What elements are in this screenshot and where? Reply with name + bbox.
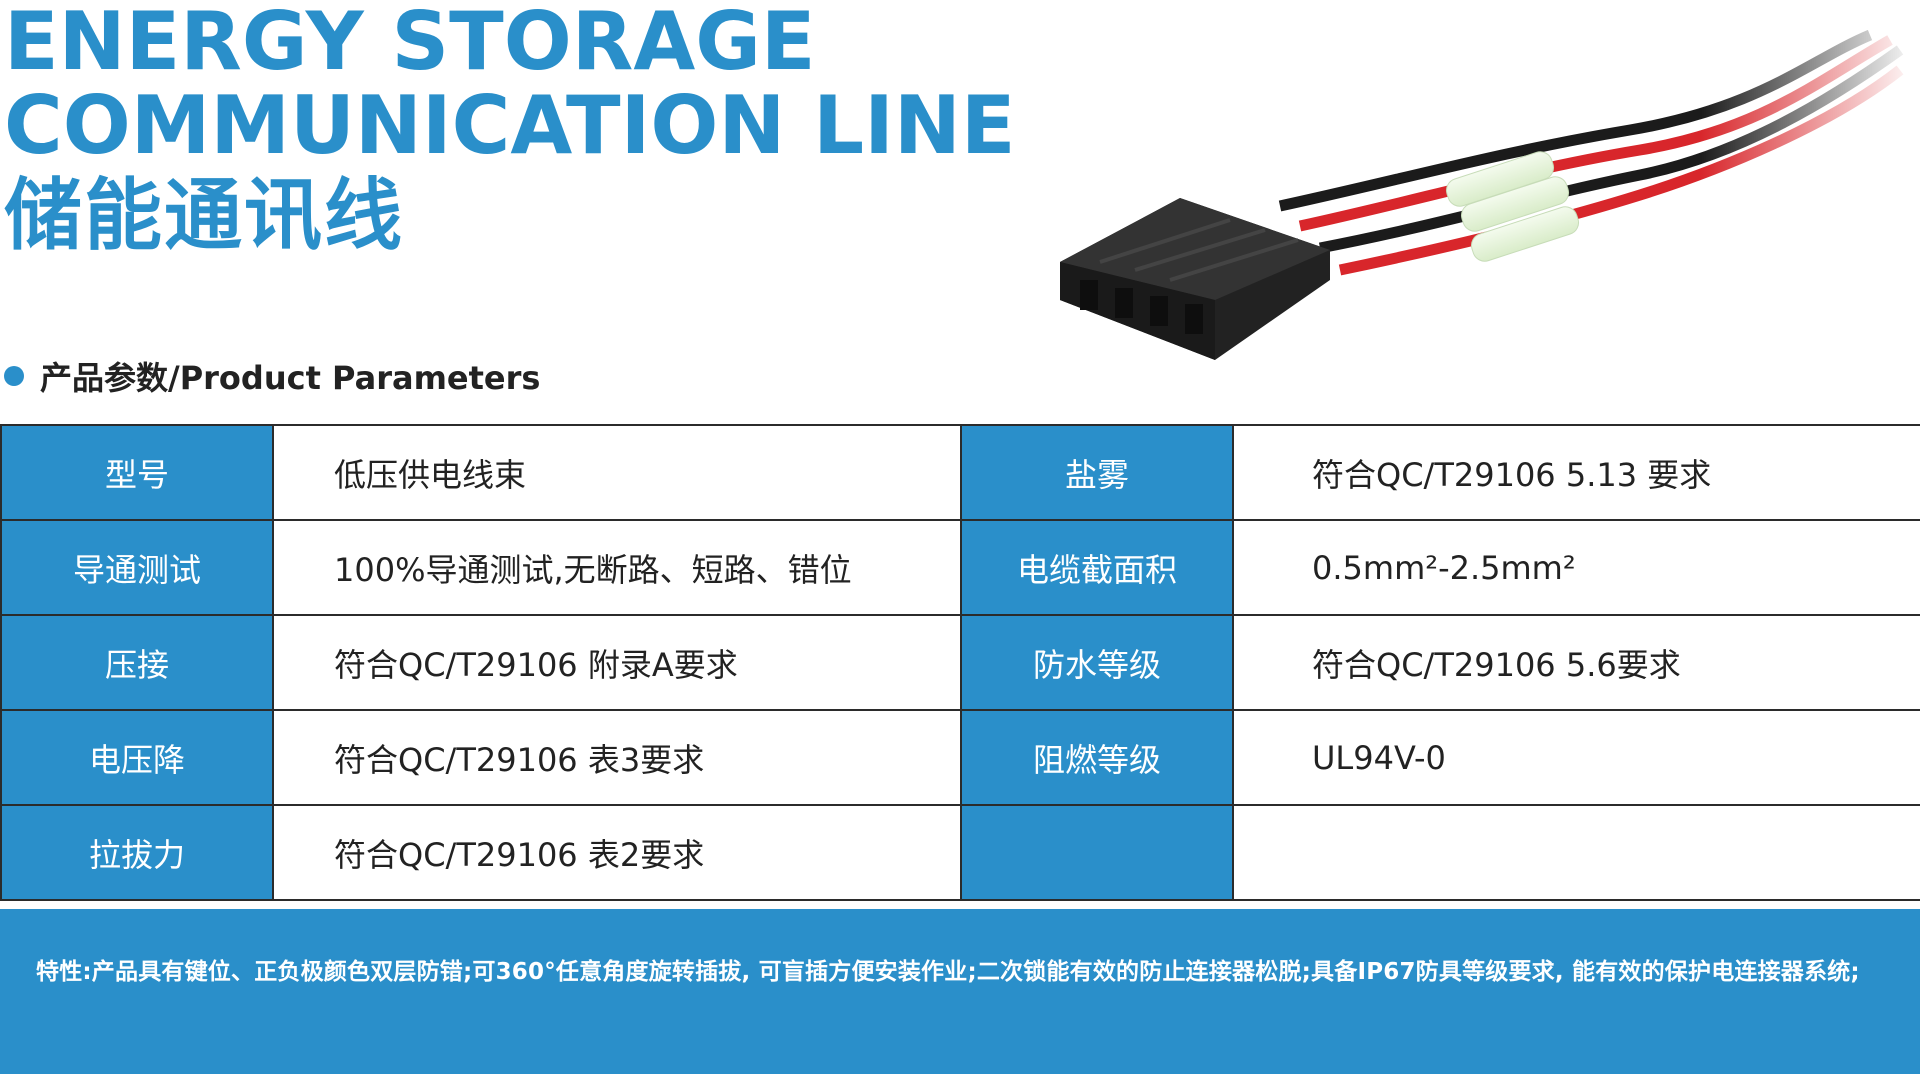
table-row: 拉拔力 符合QC/T29106 表2要求 bbox=[0, 804, 1920, 901]
title-block: ENERGY STORAGE COMMUNICATION LINE 储能通讯线 bbox=[4, 0, 1016, 264]
param-label: 压接 bbox=[0, 614, 274, 711]
section-header: 产品参数/Product Parameters bbox=[0, 352, 540, 400]
param-value: UL94V-0 bbox=[1232, 709, 1920, 806]
param-label: 导通测试 bbox=[0, 519, 274, 616]
param-label: 拉拔力 bbox=[0, 804, 274, 901]
title-cn: 储能通讯线 bbox=[4, 171, 405, 261]
section-label: 产品参数/Product Parameters bbox=[40, 359, 541, 397]
param-value: 符合QC/T29106 表3要求 bbox=[272, 709, 962, 806]
param-value: 符合QC/T29106 表2要求 bbox=[272, 804, 962, 901]
param-label: 阻燃等级 bbox=[960, 709, 1234, 806]
features-text: 特性:产品具有键位、正负极颜色双层防错;可360°任意角度旋转插拔, 可盲插方便… bbox=[36, 959, 1860, 985]
param-label: 防水等级 bbox=[960, 614, 1234, 711]
param-value: 符合QC/T29106 附录A要求 bbox=[272, 614, 962, 711]
title-en-line1: ENERGY STORAGE bbox=[4, 0, 816, 88]
param-value: 符合QC/T29106 5.13 要求 bbox=[1232, 424, 1920, 521]
param-label: 型号 bbox=[0, 424, 274, 521]
table-row: 电压降 符合QC/T29106 表3要求 阻燃等级 UL94V-0 bbox=[0, 709, 1920, 806]
param-value-empty bbox=[1232, 804, 1920, 901]
dot-bullet-icon bbox=[4, 366, 24, 386]
param-label: 电压降 bbox=[0, 709, 274, 806]
param-label: 盐雾 bbox=[960, 424, 1234, 521]
param-label-empty bbox=[960, 804, 1234, 901]
param-value: 符合QC/T29106 5.6要求 bbox=[1232, 614, 1920, 711]
param-label: 电缆截面积 bbox=[960, 519, 1234, 616]
table-row: 型号 低压供电线束 盐雾 符合QC/T29106 5.13 要求 bbox=[0, 424, 1920, 521]
title-en-line2: COMMUNICATION LINE bbox=[4, 79, 1016, 172]
features-panel: 特性:产品具有键位、正负极颜色双层防错;可360°任意角度旋转插拔, 可盲插方便… bbox=[0, 909, 1920, 1074]
table-row: 导通测试 100%导通测试,无断路、短路、错位 电缆截面积 0.5mm²-2.5… bbox=[0, 519, 1920, 616]
table-row: 压接 符合QC/T29106 附录A要求 防水等级 符合QC/T29106 5.… bbox=[0, 614, 1920, 711]
spec-table: 型号 低压供电线束 盐雾 符合QC/T29106 5.13 要求 导通测试 10… bbox=[0, 424, 1920, 901]
param-value: 100%导通测试,无断路、短路、错位 bbox=[272, 519, 962, 616]
product-illustration bbox=[1040, 30, 1920, 380]
param-value: 低压供电线束 bbox=[272, 424, 962, 521]
param-value: 0.5mm²-2.5mm² bbox=[1232, 519, 1920, 616]
